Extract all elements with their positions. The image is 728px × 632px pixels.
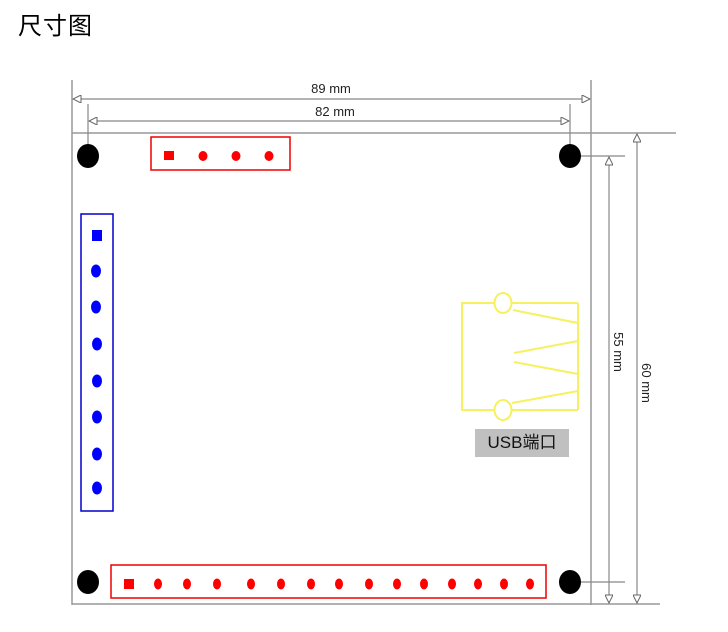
page-title: 尺寸图 bbox=[18, 12, 93, 40]
mounting-holes bbox=[77, 144, 581, 594]
bottom-header-15pin bbox=[110, 564, 547, 599]
label-89mm: 89 mm bbox=[311, 81, 351, 96]
dimension-89mm: 89 mm bbox=[73, 81, 590, 99]
mounting-hole-top-right bbox=[559, 144, 581, 168]
usb-port-outline bbox=[461, 292, 579, 421]
board-outline bbox=[71, 80, 676, 605]
usb-port-label: USB端口 bbox=[475, 429, 569, 457]
label-82mm: 82 mm bbox=[315, 104, 355, 119]
label-55mm: 55 mm bbox=[611, 332, 626, 372]
label-60mm: 60 mm bbox=[639, 363, 654, 403]
mounting-hole-bottom-left bbox=[77, 570, 99, 594]
mounting-hole-bottom-right bbox=[559, 570, 581, 594]
mounting-hole-top-left bbox=[77, 144, 99, 168]
top-header-4pin bbox=[150, 136, 291, 171]
left-header-8pin bbox=[80, 213, 114, 512]
dimension-60mm: 60 mm bbox=[637, 134, 654, 603]
dimension-82mm: 82 mm bbox=[87, 104, 571, 156]
